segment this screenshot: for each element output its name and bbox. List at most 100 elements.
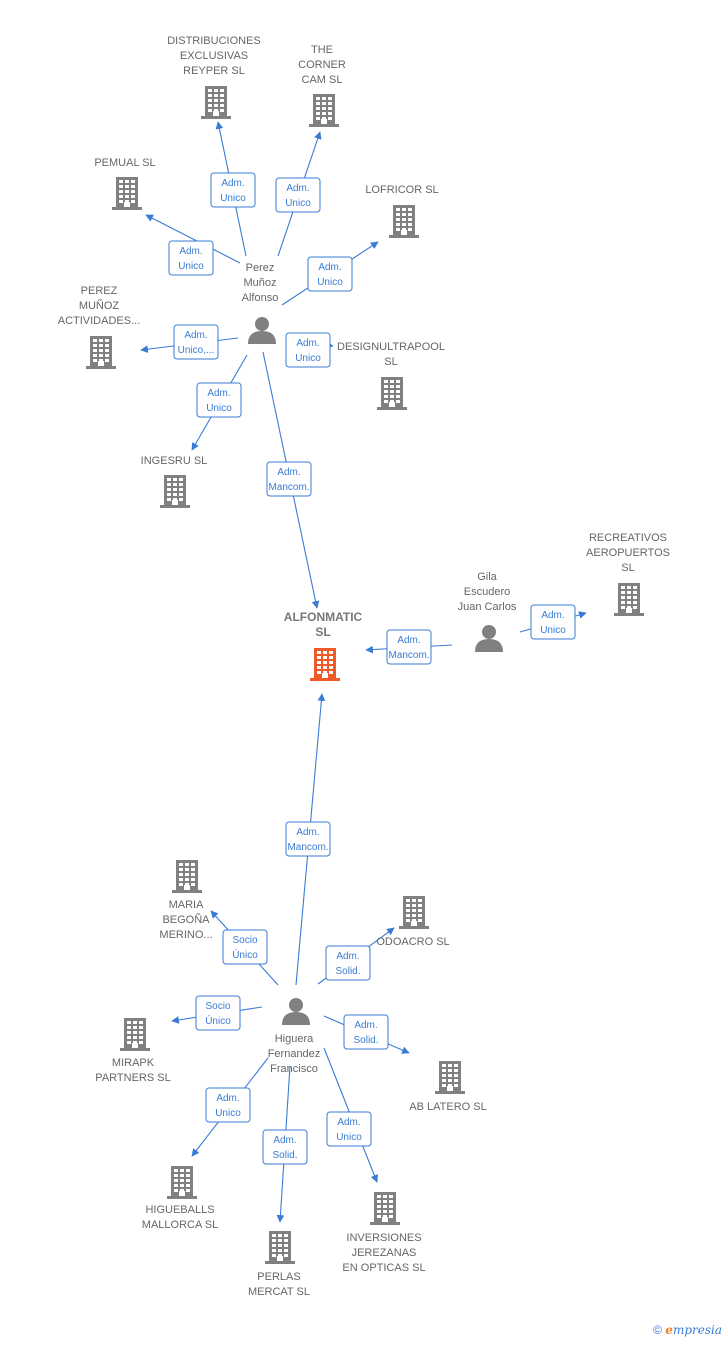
edge-label-perez-lofricor[interactable]: Adm.Unico: [307, 256, 353, 292]
node-label: Juan Carlos: [458, 601, 517, 613]
edge-label-higuera-odoacro[interactable]: Adm.Solid.: [325, 945, 371, 981]
node-label: Fernandez: [268, 1048, 321, 1060]
edge-label-text: Adm.: [207, 388, 230, 399]
node-label: Escudero: [464, 586, 510, 598]
node-label: LOFRICOR SL: [365, 184, 438, 196]
node-label: Gila: [477, 571, 497, 583]
node-label: SL: [315, 625, 330, 639]
node-label: INGESRU SL: [141, 455, 208, 467]
node-odoacro[interactable]: ODOACRO SL: [376, 896, 450, 948]
node-label: BEGOÑA: [162, 913, 210, 926]
edge-label-text: Único: [232, 948, 258, 961]
edge-label-text: Único: [205, 1014, 231, 1027]
edge-label-higuera-higueballs[interactable]: Adm.Unico: [205, 1087, 251, 1123]
edges-layer: [140, 121, 587, 1223]
node-label: DISTRIBUCIONES: [167, 35, 261, 47]
building-icon: [86, 336, 116, 369]
edge-label-text: Adm.: [318, 262, 341, 273]
edge-label-text: Adm.: [216, 1093, 239, 1104]
edge-label-text: Adm.: [541, 610, 564, 621]
node-label: EXCLUSIVAS: [180, 50, 248, 62]
node-pemual[interactable]: PEMUAL SL: [94, 157, 156, 210]
edge-perez-pemual: [145, 214, 241, 264]
node-label: THE: [311, 44, 333, 56]
edge-label-gila-alfonmatic[interactable]: Adm.Mancom.: [386, 629, 432, 665]
building-icon: [377, 377, 407, 410]
edge-label-perez-distribuciones[interactable]: Adm.Unico: [210, 172, 256, 208]
node-ingesru[interactable]: INGESRU SL: [141, 455, 208, 508]
building-icon: [389, 205, 419, 238]
edge-label-text: Adm.: [184, 330, 207, 341]
node-label: EN OPTICAS SL: [342, 1262, 425, 1274]
building-icon: [120, 1018, 150, 1051]
node-label: Perez: [246, 262, 275, 274]
node-ablatero[interactable]: AB LATERO SL: [409, 1061, 487, 1113]
node-label: HIGUEBALLS: [145, 1204, 214, 1216]
edge-label-higuera-perlas[interactable]: Adm.Solid.: [262, 1129, 308, 1165]
node-lofricor[interactable]: LOFRICOR SL: [365, 184, 439, 238]
edge-label-perez-ingesru[interactable]: Adm. Unico: [196, 382, 242, 418]
edge-label-text: Unico: [220, 193, 246, 204]
node-label: MARIA: [169, 899, 205, 911]
building-icon: [172, 860, 202, 893]
node-label: AEROPUERTOS: [586, 547, 670, 559]
building-icon: [435, 1061, 465, 1094]
edge-label-text: Adm.: [337, 1117, 360, 1128]
edge-label-text: Adm.: [286, 183, 309, 194]
edge-label-higuera-ablatero[interactable]: Adm.Solid.: [343, 1014, 389, 1050]
node-label: AB LATERO SL: [409, 1101, 486, 1113]
node-label: MERINO...: [159, 929, 212, 941]
edge-label-perez-corner[interactable]: Adm.Unico: [275, 177, 321, 213]
footer-brand[interactable]: © empresia: [653, 1323, 722, 1337]
building-icon: [112, 177, 142, 210]
edge-label-text: Socio: [205, 1001, 230, 1012]
edge-label-text: Adm.: [273, 1135, 296, 1146]
person-icon: [248, 317, 276, 344]
edge-label-text: Unico: [206, 403, 232, 414]
node-label: PEMUAL SL: [94, 157, 155, 169]
edge-label-perez-pemual[interactable]: Adm.Unico: [168, 240, 214, 276]
edge-label-perez-perez_munoz_act[interactable]: Adm. Unico,...: [173, 324, 219, 360]
edge-label-text: Adm.: [354, 1020, 377, 1031]
brand-logo: empresia: [665, 1323, 722, 1337]
edge-label-text: Mancom.: [268, 482, 309, 493]
edge-label-perez-alfonmatic[interactable]: Adm. Mancom.: [266, 461, 312, 497]
edge-label-higuera-alfonmatic[interactable]: Adm.Mancom.: [285, 821, 331, 857]
node-label: MERCAT SL: [248, 1286, 310, 1298]
edge-label-text: Solid.: [335, 966, 360, 977]
edge-label-text: Adm.: [296, 338, 319, 349]
person-icon: [475, 625, 503, 652]
node-label: ODOACRO SL: [376, 936, 449, 948]
edge-label-text: Adm.: [277, 467, 300, 478]
edge-label-text: Unico: [336, 1132, 362, 1143]
node-label: SL: [384, 356, 397, 368]
node-label: ACTIVIDADES...: [58, 315, 141, 327]
building-icon: [614, 583, 644, 616]
edge-label-higuera-inversiones[interactable]: Adm. Unico: [326, 1111, 372, 1147]
edge-label-text: Adm.: [296, 827, 319, 838]
edge-label-gila-recreativos[interactable]: Adm.Unico: [530, 604, 576, 640]
node-maria[interactable]: MARIA BEGOÑA MERINO...: [159, 860, 213, 941]
edge-label-text: Adm.: [179, 246, 202, 257]
building-icon: [201, 86, 231, 119]
edge-label-perez-designultrapool[interactable]: Adm.Unico: [285, 332, 331, 368]
edge-label-text: Unico,...: [178, 345, 215, 356]
node-label: Alfonso: [242, 292, 279, 304]
node-perez_munoz_act[interactable]: PEREZMUÑOZACTIVIDADES...: [58, 285, 141, 369]
node-label: RECREATIVOS: [589, 532, 667, 544]
